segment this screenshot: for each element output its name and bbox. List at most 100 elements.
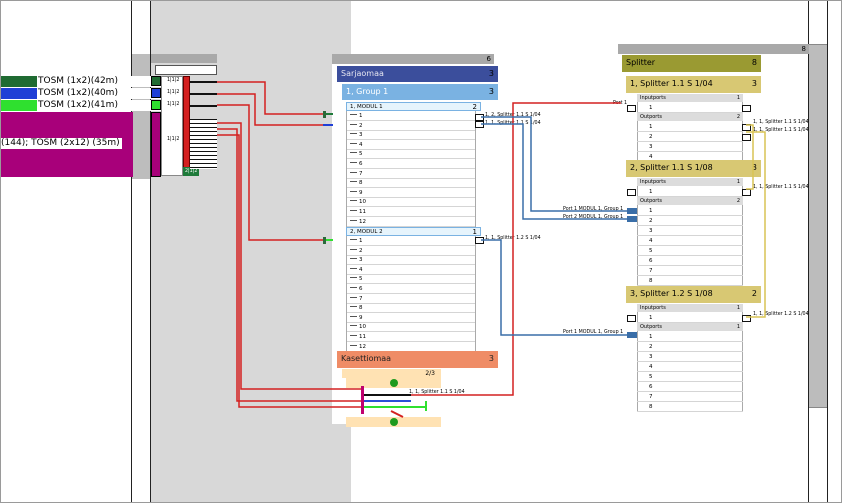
port-row[interactable]: 4	[347, 140, 475, 150]
port-row[interactable]: 9	[347, 313, 475, 323]
port-row[interactable]: 7	[347, 294, 475, 304]
port-row[interactable]: 1	[347, 236, 475, 246]
splitter-output-row[interactable]: 1	[637, 332, 743, 342]
port-number: 4	[649, 364, 653, 370]
splitter-output-row[interactable]: 1	[637, 206, 743, 216]
splitter-input-row[interactable]: 1	[637, 313, 743, 323]
port-connector[interactable]	[627, 189, 636, 196]
splitter-output-row[interactable]: 6	[637, 382, 743, 392]
port-number: 6	[359, 161, 363, 167]
group-title: 1, Group 1	[346, 87, 389, 96]
port-row[interactable]: 2	[347, 121, 475, 131]
cable-item[interactable]: TOSM (1x2)(41m)	[1, 100, 170, 111]
port-number: 3	[649, 144, 653, 150]
port-row[interactable]: 11	[347, 332, 475, 342]
splitter-unit-title: 2, Splitter 1.1 S 1/08	[630, 163, 713, 172]
port-number: 12	[359, 343, 366, 350]
sarja-header[interactable]: Sarjaomaa 3	[337, 66, 498, 82]
modul1-header[interactable]: 1, MODUL 1 2	[346, 102, 481, 111]
port-number: 9	[359, 189, 363, 196]
kasetti-header[interactable]: Kasettiomaa 3	[337, 351, 498, 368]
port-connector[interactable]	[742, 134, 751, 141]
port-connector[interactable]	[742, 189, 751, 196]
port-row[interactable]: 2	[347, 246, 475, 256]
inputports-count: 1	[736, 305, 740, 311]
modul2-title: 2, MODUL 2	[350, 229, 383, 235]
port-row[interactable]: 8	[347, 303, 475, 314]
splitter-output-row[interactable]: 6	[637, 256, 743, 266]
splitter-input-row[interactable]: 1	[637, 187, 743, 197]
cable-item[interactable]: TOSM (1x2)(42m)	[1, 76, 170, 87]
port-connector[interactable]	[742, 124, 751, 131]
splitter-output-row[interactable]: 7	[637, 392, 743, 402]
splitter-output-row[interactable]: 3	[637, 352, 743, 362]
vertical-scrollbar[interactable]	[809, 44, 827, 408]
splice-box	[155, 65, 217, 75]
port-number: 1	[649, 334, 653, 340]
port-link-label: 1, 2, Splitter 1.1 S 1/04	[485, 113, 541, 118]
port-connector[interactable]	[742, 315, 751, 322]
splitter-output-row[interactable]: 3	[637, 142, 743, 152]
fiber-port-icon	[350, 344, 357, 350]
fiber-row	[190, 93, 217, 95]
splitter-output-row[interactable]: 4	[637, 236, 743, 246]
port-connector[interactable]	[627, 315, 636, 322]
inputports-count: 1	[736, 179, 740, 185]
fiber-port-icon	[350, 219, 357, 225]
divider-line	[150, 1, 151, 502]
port-row[interactable]: 5	[347, 274, 475, 285]
port-connector[interactable]	[475, 114, 484, 121]
fiber-port-icon	[350, 171, 357, 177]
port-row[interactable]: 10	[347, 322, 475, 333]
port-connector[interactable]	[475, 121, 484, 128]
port-row[interactable]: 7	[347, 169, 475, 179]
port-connector[interactable]	[475, 237, 484, 244]
port-row[interactable]: 3	[347, 130, 475, 141]
port-row[interactable]: 8	[347, 178, 475, 189]
splitter-output-row[interactable]: 5	[637, 246, 743, 256]
cable-item[interactable]: TOSM (1x2)(40m)	[1, 88, 170, 99]
port-row[interactable]: 11	[347, 207, 475, 217]
port-connector[interactable]	[742, 105, 751, 112]
port-row[interactable]: 3	[347, 255, 475, 266]
port-row[interactable]: 5	[347, 149, 475, 160]
port-row[interactable]: 9	[347, 188, 475, 198]
splitter-output-row[interactable]: 2	[637, 342, 743, 352]
splitter-input-row[interactable]: 1	[637, 103, 743, 113]
splitter-output-row[interactable]: 2	[637, 216, 743, 226]
port-row[interactable]: 6	[347, 284, 475, 294]
fiber-port-icon	[350, 133, 357, 138]
port-row[interactable]: 1	[347, 111, 475, 121]
blue-wire	[481, 116, 637, 212]
port-connector[interactable]	[627, 105, 636, 112]
splice-label: 2|1|2	[185, 169, 198, 174]
modul2-header[interactable]: 2, MODUL 2 1	[346, 227, 481, 236]
outports-label: Outports	[640, 114, 662, 120]
splitter-output-row[interactable]: 2	[637, 132, 743, 142]
splitter-output-row[interactable]: 4	[637, 362, 743, 372]
fiber-port-icon	[350, 315, 357, 321]
splitter-output-row[interactable]: 3	[637, 226, 743, 236]
splitter-output-row[interactable]: 8	[637, 402, 743, 412]
splitter-output-row[interactable]: 5	[637, 372, 743, 382]
splitter-output-row[interactable]: 7	[637, 266, 743, 276]
cable-label: (144); TOSM (2x12) (35m)	[1, 138, 122, 149]
splitter-header[interactable]: Splitter 8	[622, 55, 761, 72]
splitter-output-row[interactable]: 1	[637, 122, 743, 132]
group-header[interactable]: 1, Group 1 3	[342, 84, 498, 100]
splitter-title: Splitter	[626, 58, 656, 67]
port-row[interactable]: 12	[347, 217, 475, 227]
inputports-label: Inputports	[640, 95, 666, 101]
splitter-output-row[interactable]: 8	[637, 276, 743, 286]
port-row[interactable]: 4	[347, 265, 475, 275]
splitter-unit-count: 2	[751, 289, 757, 298]
port-row[interactable]: 6	[347, 159, 475, 169]
kasetti-count: 3	[488, 354, 494, 363]
cable-item[interactable]: (144); TOSM (2x12) (35m)	[1, 112, 133, 177]
port-row[interactable]: 10	[347, 197, 475, 208]
